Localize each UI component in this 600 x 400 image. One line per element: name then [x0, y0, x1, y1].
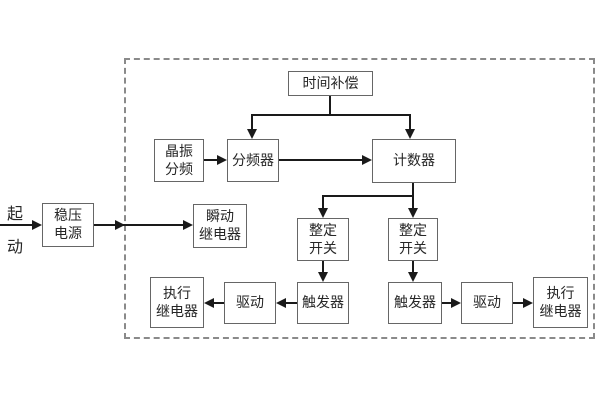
arrowhead-trigger-left-to-drive-icon	[276, 298, 286, 308]
connector-setting-right-to-trigger	[412, 261, 414, 274]
block-setting-switch-right-line1: 整定	[399, 222, 427, 239]
block-crystal-divider: 晶振 分频	[154, 139, 204, 182]
block-time-compensation-label: 时间补偿	[302, 75, 359, 92]
block-counter-label: 计数器	[393, 153, 435, 169]
block-setting-switch-right-line2: 开关	[399, 240, 427, 257]
arrowhead-divider-to-counter-icon	[362, 155, 372, 165]
block-power-supply: 稳压 电源	[42, 203, 94, 247]
block-setting-switch-left-line2: 开关	[309, 240, 337, 257]
block-trigger-right-label: 触发器	[394, 295, 436, 311]
block-exec-relay-left: 执行 继电器	[150, 277, 204, 328]
arrowhead-drive-left-to-exec-icon	[204, 298, 214, 308]
block-drive-left-label: 驱动	[236, 295, 264, 311]
block-exec-relay-right-line2: 继电器	[539, 303, 582, 320]
arrowhead-power-to-relay-icon	[183, 220, 193, 230]
block-exec-relay-left-line2: 继电器	[156, 303, 198, 320]
block-drive-left: 驱动	[224, 282, 276, 324]
arrowhead-timecomp-to-counter-icon	[405, 129, 415, 139]
block-trigger-right: 触发器	[388, 282, 442, 324]
block-power-supply-line2: 电源	[54, 226, 82, 242]
connector-trigger-left-to-drive	[286, 302, 297, 304]
block-trigger-left: 触发器	[297, 282, 349, 324]
connector-setting-left-to-trigger	[322, 261, 324, 274]
connector-branch-to-setting-left	[322, 195, 324, 210]
arrowhead-timecomp-to-divider-icon	[247, 129, 257, 139]
connector-counter-branch	[322, 195, 414, 197]
arrowhead-setting-left-to-trigger-icon	[318, 272, 328, 282]
arrowhead-power-at-boundary-icon	[115, 220, 125, 230]
arrowhead-trigger-right-to-drive-icon	[451, 298, 461, 308]
connector-crystal-to-divider	[204, 159, 219, 161]
arrowhead-counter-to-setting-left-icon	[318, 208, 328, 218]
connector-timecomp-stem	[329, 96, 331, 116]
block-time-compensation: 时间补偿	[288, 71, 373, 96]
connector-power-to-relay	[94, 224, 184, 226]
connector-drive-right-to-exec	[513, 302, 524, 304]
block-trigger-left-label: 触发器	[302, 295, 344, 311]
block-drive-right-label: 驱动	[473, 295, 501, 311]
block-exec-relay-right: 执行 继电器	[533, 277, 588, 328]
arrowhead-start-to-power-icon	[32, 220, 42, 230]
connector-divider-to-counter	[279, 159, 364, 161]
connector-timecomp-to-divider	[251, 114, 253, 131]
arrowhead-drive-right-to-exec-icon	[523, 298, 533, 308]
start-label-line1: 起	[7, 204, 24, 223]
block-power-supply-line1: 稳压	[54, 208, 82, 224]
block-instant-relay-line2: 继电器	[199, 227, 241, 243]
block-exec-relay-right-line1: 执行	[546, 285, 575, 302]
block-instant-relay-line1: 瞬动	[206, 209, 234, 225]
arrowhead-counter-to-setting-right-icon	[408, 208, 418, 218]
block-counter: 计数器	[372, 139, 456, 183]
connector-trigger-right-to-drive	[442, 302, 452, 304]
block-crystal-divider-line1: 晶振	[165, 143, 193, 160]
connector-timecomp-to-counter	[409, 114, 411, 131]
arrowhead-crystal-to-divider-icon	[217, 155, 227, 165]
block-frequency-divider: 分频器	[227, 139, 279, 182]
block-setting-switch-right: 整定 开关	[388, 218, 438, 261]
arrowhead-setting-right-to-trigger-icon	[408, 272, 418, 282]
block-setting-switch-left: 整定 开关	[297, 218, 349, 261]
dashed-boundary	[124, 58, 595, 339]
block-crystal-divider-line2: 分频	[165, 161, 193, 178]
block-drive-right: 驱动	[461, 282, 513, 324]
start-label-line2: 动	[7, 237, 24, 256]
block-frequency-divider-label: 分频器	[232, 152, 274, 169]
block-setting-switch-left-line1: 整定	[309, 222, 337, 239]
connector-timecomp-branch	[252, 114, 411, 116]
connector-drive-left-to-exec	[214, 302, 224, 304]
connector-start-to-power	[0, 224, 34, 226]
block-exec-relay-left-line1: 执行	[163, 285, 191, 302]
block-instant-relay: 瞬动 继电器	[193, 204, 247, 248]
